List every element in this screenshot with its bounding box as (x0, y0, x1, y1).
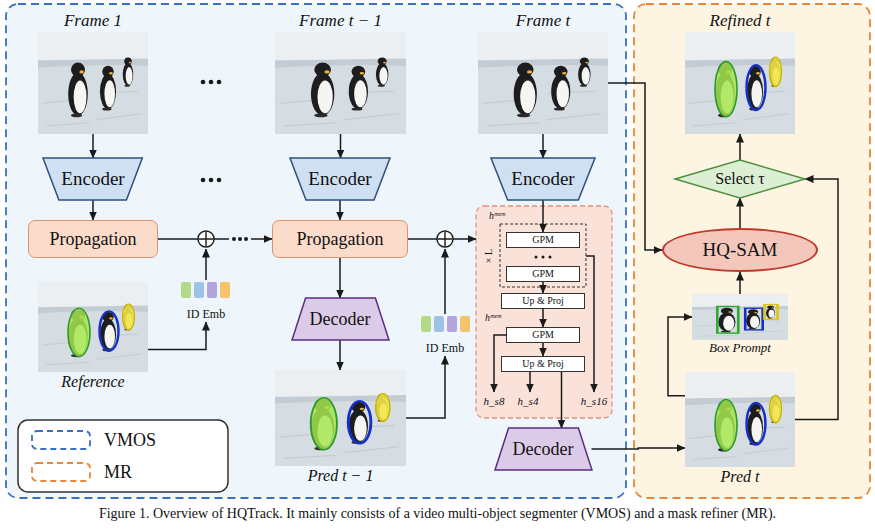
frame-caption: Refined t (710, 11, 771, 31)
encoder-block: Encoder (43, 158, 142, 200)
node-label: Decoder (310, 309, 371, 330)
flow-arrow (92, 134, 94, 158)
frame-caption: Pred t − 1 (308, 467, 374, 485)
flow-arrow (339, 258, 341, 298)
box-prompt-frame: Box Prompt (692, 294, 788, 340)
flow-arrow (561, 372, 563, 428)
decision-diamond: Select τ (675, 160, 805, 198)
flow-arrow (739, 198, 741, 228)
legend-label: MR (104, 462, 132, 483)
node-label: Up & Proj (522, 358, 564, 370)
node-label: ID Emb (187, 308, 225, 322)
node-label: GPM (532, 329, 554, 341)
reference-frame: Reference (38, 282, 148, 372)
decoder-block: Decoder (292, 298, 389, 340)
prediction-frame: Pred t − 1 (275, 370, 406, 466)
flow-arrow (542, 134, 544, 158)
node-label: Select τ (715, 170, 765, 188)
id-embedding: ID Emb (420, 316, 470, 356)
feature-label: h_s16 (581, 395, 607, 408)
feature-label: h_s8 (484, 395, 505, 408)
flow-arrow (592, 448, 686, 449)
node-label: Encoder (61, 168, 124, 190)
node-label: GPM (532, 268, 554, 280)
gpm-box: GPM (506, 266, 580, 282)
node-label: Propagation (50, 229, 137, 250)
frame-caption: Reference (61, 373, 124, 391)
shape-fill (292, 298, 389, 340)
node-label: Up & Proj (522, 295, 564, 307)
propagation-box: Propagation (272, 220, 408, 258)
node-label: GPM (532, 234, 554, 246)
video-frame: Frame t − 1 (275, 32, 406, 134)
flow-arrow (542, 200, 544, 232)
frame-caption: Box Prompt (709, 341, 771, 356)
flow-arrow (739, 134, 741, 160)
legend-label: VMOS (104, 430, 156, 451)
shape-fill (491, 158, 595, 200)
flow-arrow (92, 200, 94, 220)
flow-arrow (542, 282, 544, 293)
shape-fill (290, 158, 390, 200)
flow-arrow (542, 343, 544, 356)
model-ellipse: HQ-SAM (662, 228, 818, 272)
flow-arrow (340, 134, 342, 158)
node-label: HQ-SAM (703, 239, 778, 261)
video-frame: Frame 1 (38, 32, 148, 134)
encoder-block: Encoder (491, 158, 595, 200)
frame-caption: Frame t − 1 (299, 11, 382, 31)
shape-fill (43, 158, 142, 200)
repeat-label: × L (483, 249, 495, 263)
flow-arrow (668, 317, 692, 396)
feature-label: h_s4 (518, 395, 539, 408)
node-label: Encoder (511, 168, 574, 190)
node-label: Propagation (297, 229, 384, 250)
shape-fill (675, 160, 805, 198)
decoder-block: Decoder (495, 428, 592, 470)
flow-arrow (339, 340, 341, 370)
frame-caption: Pred t (721, 468, 760, 486)
memory-label: hᵐᵉᵐ (485, 312, 501, 324)
prediction-frame: Pred t (685, 372, 795, 467)
upsample-box: Up & Proj (501, 293, 585, 309)
upsample-box: Up & Proj (501, 356, 585, 372)
flow-arrow (406, 356, 445, 418)
flow-arrow (542, 309, 544, 327)
encoder-block: Encoder (290, 158, 390, 200)
frame-caption: Frame t (516, 11, 570, 31)
memory-label: hᵐᵉᵐ (489, 210, 505, 222)
node-label: Encoder (308, 168, 371, 190)
figure-caption: Figure 1. Overview of HQTrack. It mainly… (0, 506, 875, 523)
flow-arrow (339, 200, 341, 220)
node-label: ID Emb (426, 342, 464, 356)
flow-arrow (795, 179, 838, 420)
refined-frame: Refined t (685, 32, 795, 134)
video-frame: Frame t (478, 32, 608, 134)
flow-arrow (148, 322, 206, 350)
id-embedding: ID Emb (180, 282, 232, 322)
flow-arrow (158, 238, 272, 240)
flow-arrow (739, 272, 741, 294)
propagation-box: Propagation (28, 220, 158, 258)
frame-caption: Frame 1 (64, 11, 122, 31)
flow-arrow (608, 83, 662, 250)
shape-fill (495, 428, 592, 470)
node-label: Decoder (513, 439, 574, 460)
gpm-box: GPM (506, 327, 580, 343)
gpm-box: GPM (506, 232, 580, 248)
